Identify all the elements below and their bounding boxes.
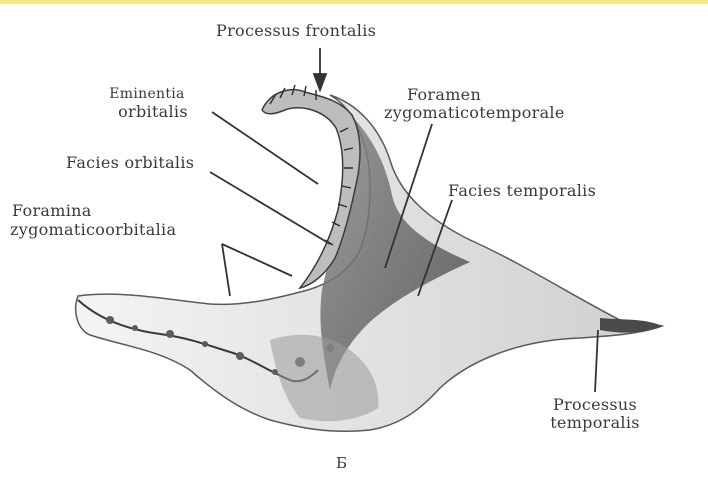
- label-foramen-line2: zygomaticotemporale: [384, 104, 565, 122]
- label-foramina-line1: Foramina: [12, 202, 92, 220]
- label-eminentia-orbitalis-line2: orbitalis: [98, 103, 208, 121]
- label-processus-temporalis-line2: temporalis: [530, 414, 660, 432]
- temporal-process-tip: [600, 318, 662, 333]
- label-foramen-line1: Foramen: [384, 86, 504, 104]
- label-facies-orbitalis: Facies orbitalis: [66, 154, 194, 172]
- label-facies-temporalis: Facies temporalis: [448, 182, 596, 200]
- label-eminentia-orbitalis-line1: Eminentia: [94, 86, 200, 102]
- label-foramina-line2: zygomaticoorbitalia: [10, 221, 176, 239]
- label-processus-temporalis-line1: Processus: [530, 396, 660, 414]
- label-processus-frontalis: Processus frontalis: [216, 22, 376, 40]
- figure-letter: Б: [336, 454, 347, 472]
